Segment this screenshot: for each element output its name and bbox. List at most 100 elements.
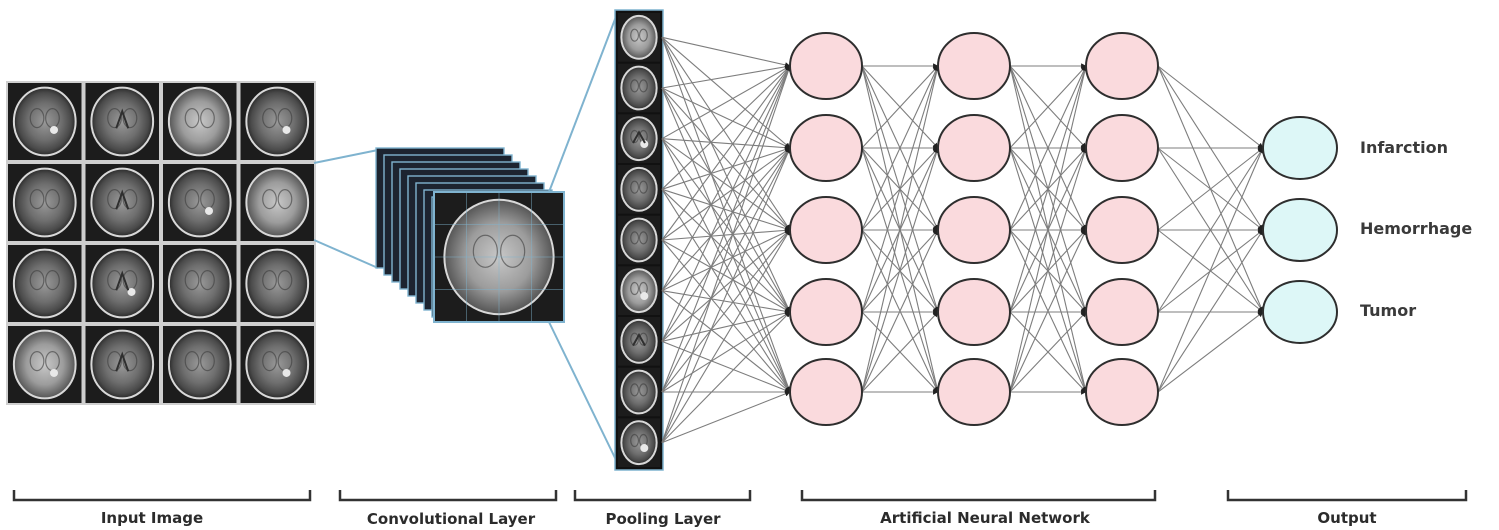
hidden-neuron — [1085, 114, 1159, 182]
edge — [661, 147, 791, 342]
edge — [1009, 147, 1088, 393]
edge — [1157, 311, 1264, 393]
input-image-grid — [6, 81, 316, 405]
section-label-pooling-layer: Pooling Layer — [605, 510, 721, 528]
input-scan-tile — [8, 83, 82, 160]
section-bracket — [1226, 490, 1468, 502]
fan-line — [548, 13, 618, 193]
edge — [661, 87, 791, 231]
edge — [661, 147, 791, 241]
edge — [661, 239, 791, 393]
input-scan-tile — [240, 326, 314, 403]
edge — [661, 138, 791, 151]
edge — [661, 311, 791, 444]
conv-front-scan — [434, 192, 564, 322]
edge — [661, 239, 791, 313]
edge — [1157, 229, 1264, 393]
edge — [1009, 65, 1088, 393]
output-label-infarction: Infarction — [1360, 138, 1448, 157]
hidden-neuron — [1085, 32, 1159, 100]
edge — [861, 311, 939, 393]
edge — [1157, 147, 1264, 313]
input-scan-tile — [85, 83, 159, 160]
hidden-neuron — [789, 358, 863, 426]
input-scan-tile — [163, 326, 237, 403]
edge — [1009, 65, 1087, 149]
edge — [861, 147, 940, 393]
section-bracket — [12, 490, 312, 502]
edge — [661, 138, 791, 313]
hidden-neuron — [789, 196, 863, 264]
edge — [861, 65, 939, 231]
edge — [1009, 311, 1087, 393]
pool-tile — [618, 266, 660, 315]
input-scan-tile — [8, 245, 82, 322]
pool-tile — [618, 418, 660, 467]
edge — [661, 189, 791, 393]
pool-tile — [618, 165, 660, 214]
edge — [661, 65, 792, 443]
input-scan-tile — [8, 164, 82, 241]
edge — [861, 65, 939, 149]
edge — [661, 188, 791, 232]
section-bracket — [573, 490, 752, 502]
network-nodes — [789, 32, 1338, 426]
edge — [661, 227, 791, 241]
edge — [661, 87, 791, 393]
pool-tile — [618, 13, 660, 62]
edge — [661, 65, 791, 342]
fan-line — [313, 239, 379, 269]
conv-front-frame — [433, 191, 565, 323]
section-bracket — [800, 490, 1157, 502]
edge — [661, 138, 791, 231]
hidden-neuron — [789, 114, 863, 182]
edge — [1157, 147, 1264, 393]
section-label-artificial-neural-network: Artificial Neural Network — [880, 509, 1091, 527]
section-brackets — [12, 490, 1468, 502]
hidden-neuron — [789, 278, 863, 346]
input-scan-tile — [85, 245, 159, 322]
edge — [661, 229, 791, 342]
edge — [661, 229, 791, 292]
section-label-output: Output — [1317, 509, 1376, 527]
input-to-conv-connector — [313, 149, 379, 269]
pooling-feature-strip — [614, 9, 664, 471]
section-label-input-image: Input Image — [101, 509, 203, 527]
input-scan-tile — [163, 245, 237, 322]
edge — [661, 36, 791, 68]
input-scan-tile — [240, 83, 314, 160]
conv-to-pool-connector — [548, 13, 618, 463]
edge — [661, 65, 791, 393]
pool-tile — [618, 317, 660, 366]
edge — [861, 65, 940, 393]
edge — [661, 147, 791, 443]
edge — [661, 340, 791, 393]
hidden-neuron — [1085, 196, 1159, 264]
edge — [661, 87, 791, 313]
edge — [861, 229, 939, 393]
output-neuron — [1262, 116, 1338, 180]
section-bracket — [338, 490, 558, 502]
edge — [661, 290, 791, 393]
edge — [661, 65, 791, 291]
input-scan-tile — [8, 326, 82, 403]
edge — [661, 37, 791, 393]
edge — [661, 65, 791, 140]
edge — [661, 87, 791, 149]
network-edges — [661, 36, 1264, 444]
hidden-neuron — [937, 358, 1011, 426]
input-scan-tile — [240, 164, 314, 241]
output-neuron — [1262, 280, 1338, 344]
section-label-convolutional-layer: Convolutional Layer — [367, 510, 536, 528]
edge — [1009, 229, 1087, 393]
edge — [661, 391, 791, 444]
pool-tile — [618, 215, 660, 265]
edge — [1009, 65, 1088, 313]
hidden-neuron — [937, 114, 1011, 182]
hidden-neuron — [1085, 278, 1159, 346]
output-label-tumor: Tumor — [1360, 301, 1416, 320]
edge — [661, 147, 791, 393]
edge — [1157, 147, 1264, 231]
convolutional-feature-map-stack — [375, 147, 565, 323]
